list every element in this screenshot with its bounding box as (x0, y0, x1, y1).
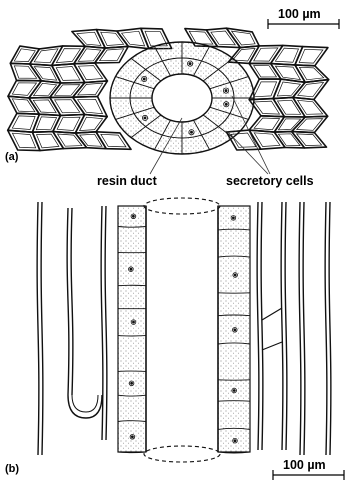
parenchyma-cell-lumen (77, 32, 101, 45)
scale-label-bottom: 100 µm (283, 458, 326, 472)
nucleolus (191, 131, 193, 133)
secretory-cell-boundary (218, 401, 250, 402)
nucleolus (233, 217, 235, 219)
tracheid-wall (299, 202, 301, 455)
nucleolus (234, 440, 236, 442)
nucleolus (233, 390, 235, 392)
panel-a-cross-section (8, 28, 329, 154)
scale-label-top: 100 µm (278, 7, 321, 21)
parenchyma-cell-lumen (12, 116, 35, 130)
parenchyma-cell-lumen (36, 117, 56, 130)
leader-secretory-cells-1 (228, 132, 268, 174)
secretory-cell-column-left (118, 206, 146, 452)
nucleolus (133, 321, 135, 323)
tracheid-wall (71, 208, 73, 395)
parenchyma-cell-lumen (297, 119, 323, 131)
tracheid-wall (41, 202, 43, 455)
pit-connection (262, 308, 282, 320)
duct-lumen-top (144, 198, 220, 214)
nucleolus (133, 215, 135, 217)
tracheid-wall (329, 202, 331, 455)
tracheid-end (72, 395, 98, 412)
tracheid-wall (67, 208, 69, 395)
nucleolus (143, 78, 145, 80)
panel-b-longitudinal-section (37, 198, 331, 462)
parenchyma-cell-lumen (122, 31, 145, 46)
nucleolus (234, 274, 236, 276)
parenchyma-cell-lumen (57, 117, 80, 130)
resin-duct-label: resin duct (97, 174, 158, 188)
parenchyma-cell-lumen (299, 49, 323, 63)
parenchyma-cell-lumen (14, 66, 36, 79)
nucleolus (131, 382, 133, 384)
nucleolus (225, 103, 227, 105)
tracheid-end (68, 395, 102, 418)
nucleolus (132, 436, 134, 438)
tracheid-wall (325, 202, 327, 455)
parenchyma-cell-lumen (78, 99, 103, 113)
nucleolus (189, 63, 191, 65)
secretory-cells-label: secretory cells (226, 174, 314, 188)
parenchyma-cell-lumen (298, 82, 324, 96)
top-crop-mask (0, 0, 355, 8)
nucleolus (144, 117, 146, 119)
nucleolus (234, 329, 236, 331)
panel-a-label: (a) (5, 151, 19, 163)
tracheid-wall (285, 202, 287, 450)
tracheid-wall (37, 202, 39, 455)
duct-lumen-bottom (144, 446, 220, 462)
tracheid-wall (303, 202, 305, 455)
panel-b-label: (b) (5, 463, 19, 475)
tracheid-wall (281, 202, 283, 450)
nucleolus (130, 268, 132, 270)
tracheid-wall (257, 202, 259, 450)
parenchyma-cell-lumen (277, 82, 300, 96)
tracheid-wall (105, 206, 107, 440)
parenchyma-cell-lumen (232, 31, 256, 45)
resin-duct-lumen (152, 74, 212, 122)
pit-connection (262, 342, 282, 350)
tracheid-wall (261, 202, 263, 450)
nucleolus (225, 90, 227, 92)
